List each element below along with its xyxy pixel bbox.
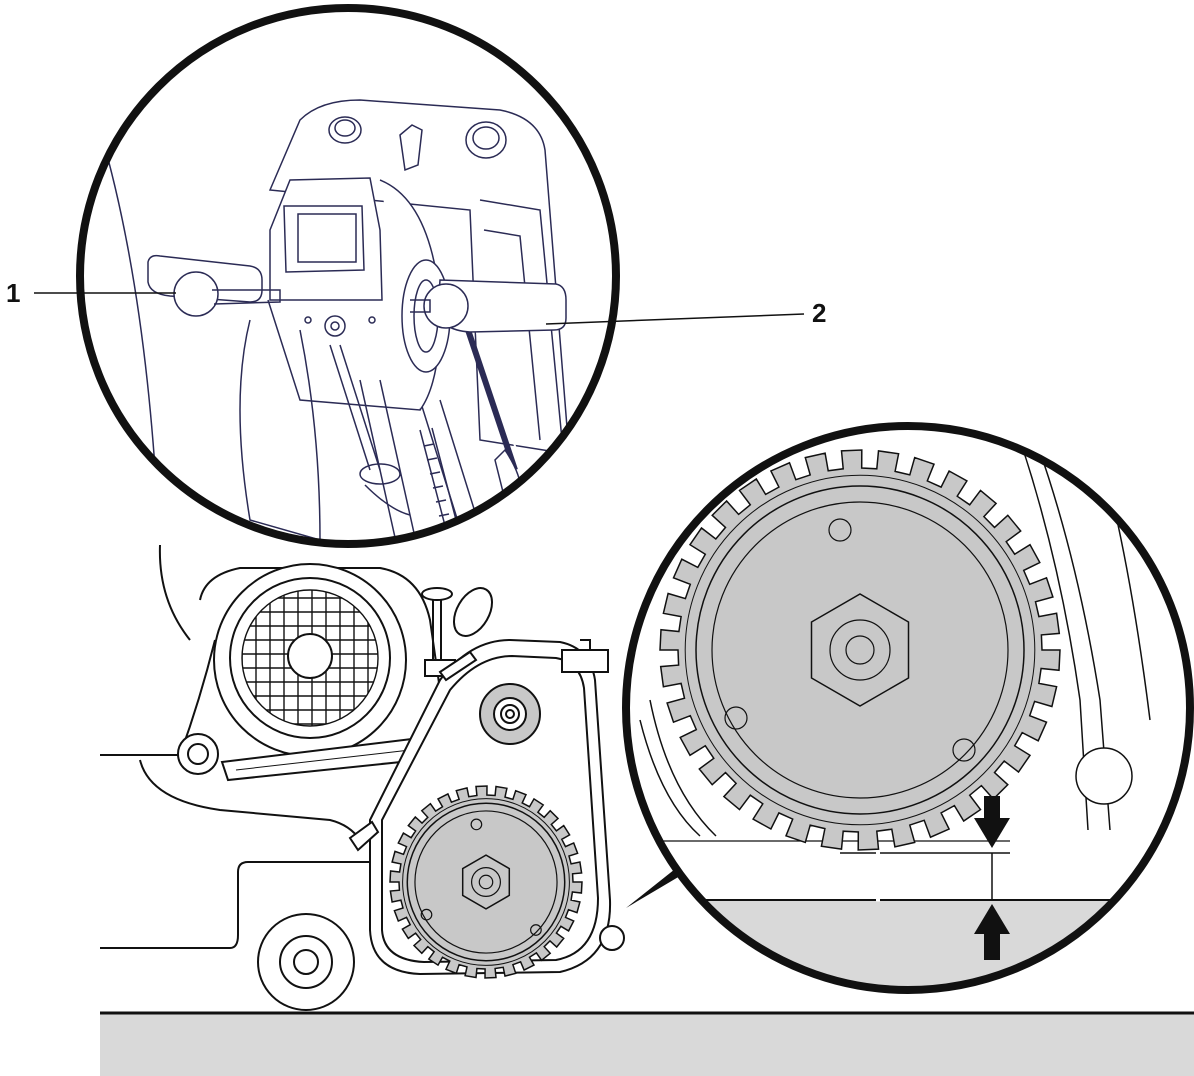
callout-1-number: 1 bbox=[6, 278, 20, 308]
callout-2-number: 2 bbox=[812, 298, 826, 328]
sanding-drum-large bbox=[659, 449, 1061, 851]
floor bbox=[100, 1011, 1194, 1076]
right-handle bbox=[410, 279, 567, 333]
drum-gap-detail-view bbox=[622, 422, 1194, 994]
callout-1: 1 bbox=[6, 278, 176, 308]
handle-detail-view bbox=[76, 4, 620, 548]
sanding-drum-small bbox=[389, 785, 583, 979]
callout-2: 2 bbox=[545, 298, 826, 328]
gap-arrow-up bbox=[974, 904, 1010, 960]
left-handle bbox=[147, 254, 281, 317]
gap-arrow-down bbox=[974, 796, 1010, 848]
